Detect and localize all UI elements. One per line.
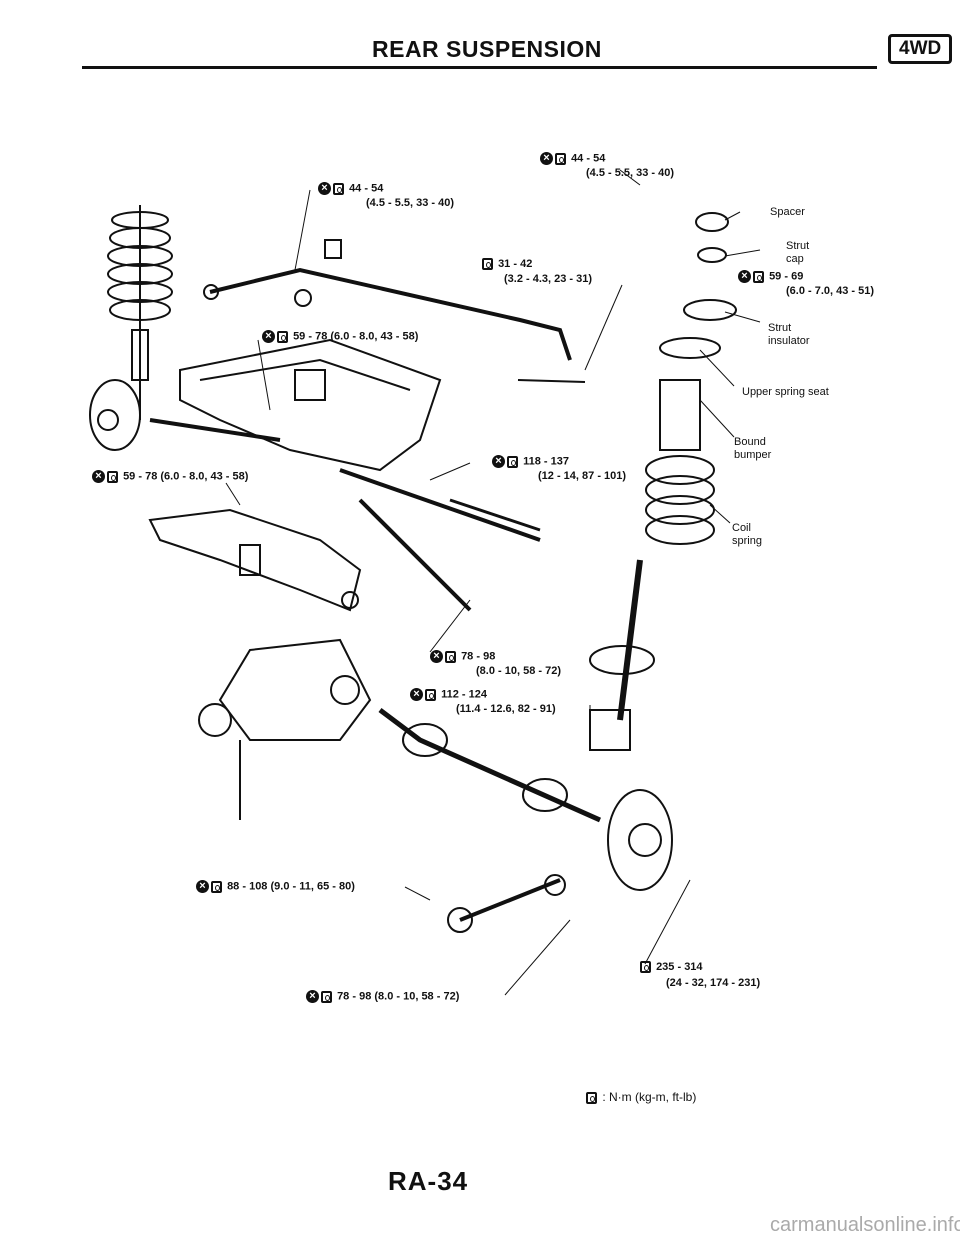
part-bound-bumper-2: bumper bbox=[734, 449, 772, 461]
torque-value: 44 - 54 bbox=[571, 152, 606, 165]
torque-alt-units: (3.2 - 4.3, 23 - 31) bbox=[504, 273, 593, 285]
torque-label: × 59 - 78 (6.0 - 8.0, 43 - 58) bbox=[262, 330, 418, 343]
torque-alt-units: (4.5 - 5.5, 33 - 40) bbox=[366, 197, 455, 209]
torque-wrench-icon bbox=[586, 1091, 597, 1104]
units-legend-text: : N·m (kg-m, ft-lb) bbox=[602, 1090, 697, 1104]
differential bbox=[198, 638, 372, 820]
page-number: RA-34 bbox=[388, 1166, 469, 1196]
part-strut-cap-2: cap bbox=[786, 253, 804, 265]
torque-wrench-icon bbox=[211, 880, 222, 893]
torque-wrench-icon bbox=[425, 688, 436, 701]
page-header: REAR SUSPENSION 4WD bbox=[82, 34, 953, 69]
torque-alt-units: (11.4 - 12.6, 82 - 91) bbox=[456, 703, 556, 715]
no-reuse-icon: × bbox=[492, 455, 505, 468]
torque-value: 235 - 314 bbox=[656, 961, 703, 973]
part-strut-insulator-2: insulator bbox=[768, 335, 810, 347]
torque-wrench-icon bbox=[445, 650, 456, 663]
part-spacer: Spacer bbox=[770, 206, 805, 218]
torque-wrench-icon bbox=[107, 470, 118, 483]
torque-alt-units: (24 - 32, 174 - 231) bbox=[666, 977, 761, 989]
torque-value: 78 - 98 (8.0 - 10, 58 - 72) bbox=[337, 990, 460, 1003]
torque-label: × 44 - 54 bbox=[540, 152, 605, 165]
torque-label: × 118 - 137 bbox=[492, 455, 569, 468]
rear-lower-link bbox=[447, 874, 566, 933]
no-reuse-icon: × bbox=[318, 182, 331, 195]
part-strut-insulator-1: Strut bbox=[768, 322, 792, 334]
torque-label: × 78 - 98 bbox=[430, 650, 495, 663]
torque-wrench-icon bbox=[753, 270, 764, 283]
right-strut-assembly bbox=[589, 212, 737, 891]
torque-wrench-icon bbox=[321, 990, 332, 1003]
torque-value: 44 - 54 bbox=[349, 182, 384, 195]
no-reuse-icon: × bbox=[262, 330, 275, 343]
torque-label: × 59 - 69 bbox=[738, 270, 803, 283]
page-title: REAR SUSPENSION bbox=[372, 36, 602, 62]
part-coil-spring-2: spring bbox=[732, 535, 762, 547]
part-strut-cap-1: Strut bbox=[786, 240, 810, 252]
torque-alt-units: (8.0 - 10, 58 - 72) bbox=[476, 665, 561, 677]
watermark: carmanualsonline.info bbox=[770, 1214, 960, 1236]
lower-arm bbox=[148, 508, 362, 612]
torque-alt-units: (4.5 - 5.5, 33 - 40) bbox=[586, 167, 675, 179]
torque-value: 31 - 42 bbox=[498, 258, 533, 270]
torque-alt-units: (6.0 - 7.0, 43 - 51) bbox=[786, 285, 875, 297]
part-bound-bumper-1: Bound bbox=[734, 436, 766, 448]
no-reuse-icon: × bbox=[92, 470, 105, 483]
torque-value: 59 - 78 (6.0 - 8.0, 43 - 58) bbox=[123, 470, 249, 483]
torque-label: × 112 - 124 bbox=[410, 688, 487, 701]
no-reuse-icon: × bbox=[196, 880, 209, 893]
torque-label: × 44 - 54 bbox=[318, 182, 383, 195]
left-strut-assembly bbox=[89, 205, 173, 451]
torque-label: × 88 - 108 (9.0 - 11, 65 - 80) bbox=[196, 880, 355, 893]
torque-alt-units: (12 - 14, 87 - 101) bbox=[538, 470, 627, 482]
no-reuse-icon: × bbox=[738, 270, 751, 283]
torque-wrench-icon bbox=[333, 182, 344, 195]
crossmember bbox=[179, 338, 442, 472]
torque-label: 235 - 314 bbox=[640, 961, 703, 974]
torque-wrench-icon bbox=[640, 961, 651, 974]
torque-value: 88 - 108 (9.0 - 11, 65 - 80) bbox=[227, 880, 355, 893]
torque-value: 59 - 69 bbox=[769, 270, 804, 283]
torque-wrench-icon bbox=[482, 258, 493, 271]
units-legend: : N·m (kg-m, ft-lb) bbox=[586, 1090, 696, 1104]
torque-label: × 59 - 78 (6.0 - 8.0, 43 - 58) bbox=[92, 470, 248, 483]
leader-lines bbox=[225, 169, 761, 996]
torque-wrench-icon bbox=[555, 152, 566, 165]
no-reuse-icon: × bbox=[430, 650, 443, 663]
torque-value: 118 - 137 bbox=[523, 455, 569, 468]
part-upper-spring-seat: Upper spring seat bbox=[742, 386, 829, 398]
no-reuse-icon: × bbox=[410, 688, 423, 701]
lateral-links bbox=[149, 418, 541, 612]
no-reuse-icon: × bbox=[306, 990, 319, 1003]
drive-badge: 4WD bbox=[888, 34, 953, 64]
torque-wrench-icon bbox=[277, 330, 288, 343]
torque-wrench-icon bbox=[507, 455, 518, 468]
no-reuse-icon: × bbox=[540, 152, 553, 165]
torque-value: 59 - 78 (6.0 - 8.0, 43 - 58) bbox=[293, 330, 419, 343]
torque-label: 31 - 42 bbox=[482, 258, 532, 271]
stabilizer-bar bbox=[203, 239, 586, 383]
torque-label: × 78 - 98 (8.0 - 10, 58 - 72) bbox=[306, 990, 459, 1003]
torque-value: 112 - 124 bbox=[441, 688, 487, 701]
torque-value: 78 - 98 bbox=[461, 650, 496, 663]
drive-shaft bbox=[378, 708, 602, 823]
part-coil-spring-1: Coil bbox=[732, 522, 751, 534]
